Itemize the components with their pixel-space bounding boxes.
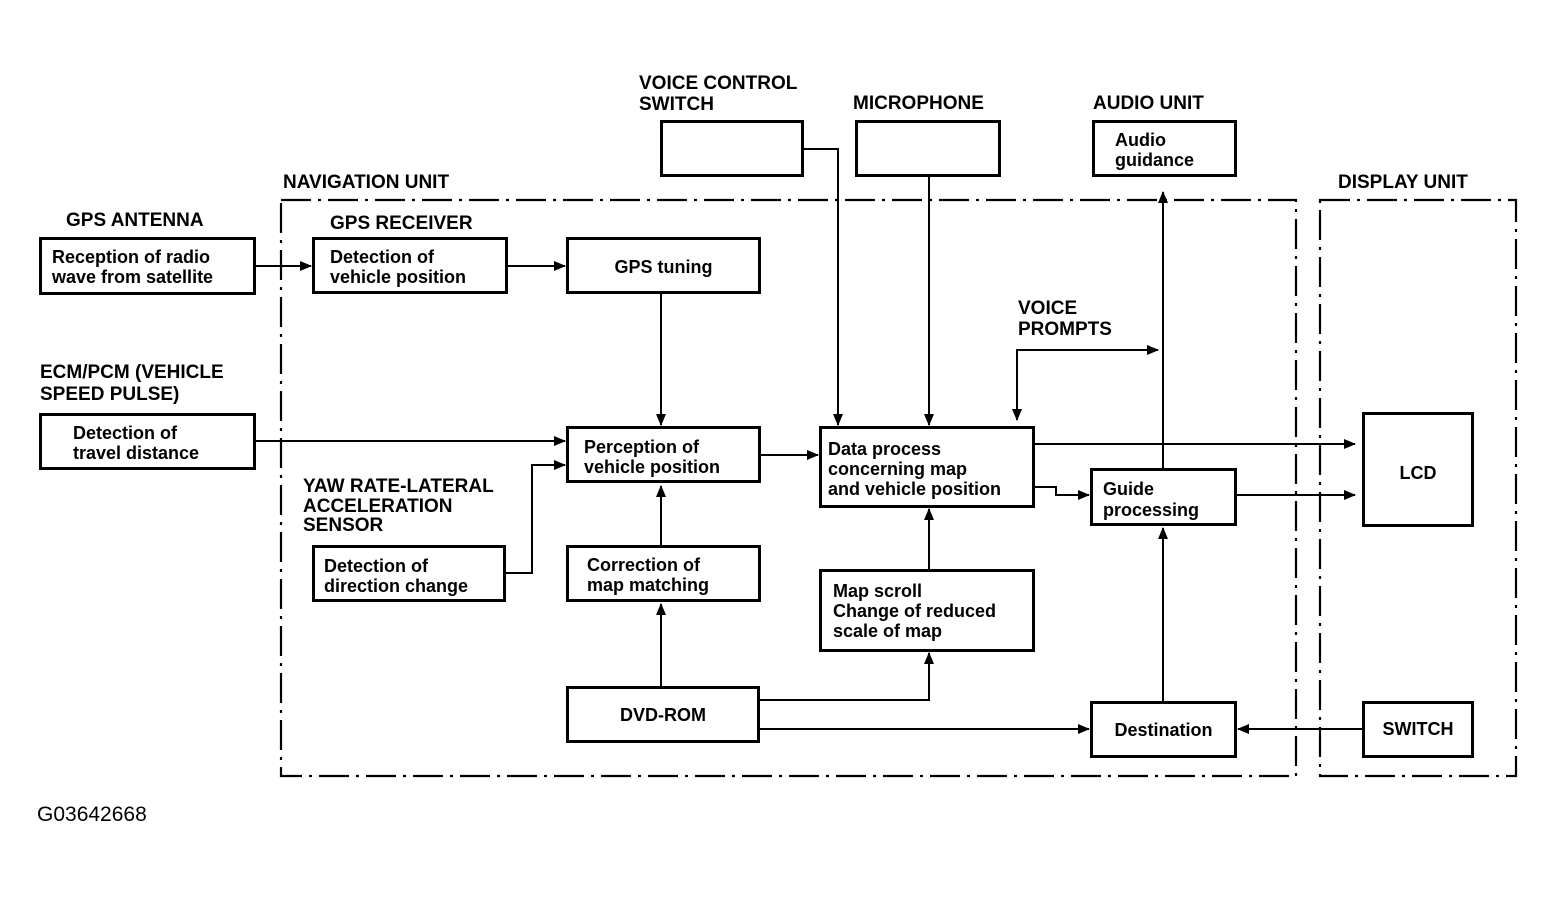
- data-process-text-line1: Data process: [828, 439, 942, 459]
- ecm-pcm-label-line2: SPEED PULSE): [40, 384, 180, 405]
- map-scroll-box: [819, 569, 1035, 652]
- ecm-pcm-label-line1: ECM/PCM (VEHICLE: [40, 362, 224, 383]
- direction-text-line1: Detection of: [324, 556, 429, 576]
- destination-box: [1090, 701, 1237, 758]
- lcd-text: LCD: [1399, 463, 1437, 483]
- reception-text-line1: Reception of radio: [52, 247, 211, 267]
- microphone-label: MICROPHONE: [853, 93, 984, 114]
- reception-box: [39, 237, 256, 295]
- arrow-voice-prompts-right: [1016, 345, 1159, 355]
- yaw-rate-label-line2: ACCELERATION: [303, 496, 453, 517]
- detect-vehicle-position-box: [312, 237, 508, 294]
- voice-control-switch-label-line2: SWITCH: [639, 94, 714, 115]
- detect-vehicle-text-line1: Detection of: [330, 247, 435, 267]
- switch-box: [1362, 701, 1474, 758]
- correction-box: [566, 545, 761, 602]
- arrow-data-to-guide: [1034, 486, 1090, 500]
- voice-prompts-label-line1: VOICE: [1018, 298, 1078, 319]
- dvd-rom-box: [566, 686, 760, 743]
- map-scroll-text-line2: Change of reduced: [833, 601, 997, 621]
- audio-guidance-text-line2: guidance: [1115, 150, 1195, 170]
- navigation-unit-boundary: [279, 198, 1298, 778]
- voice-prompts-label-line2: PROMPTS: [1018, 319, 1112, 340]
- guide-text-line2: processing: [1103, 500, 1200, 520]
- figure-code: G03642668: [37, 803, 147, 826]
- data-process-box: [819, 426, 1035, 508]
- navigation-unit-label: NAVIGATION UNIT: [283, 172, 450, 193]
- switch-text: SWITCH: [1382, 719, 1454, 739]
- guide-processing-box: [1090, 468, 1237, 526]
- travel-text-line1: Detection of: [73, 423, 178, 443]
- perception-box: [566, 426, 761, 483]
- travel-text-line2: travel distance: [73, 443, 200, 463]
- dvd-rom-text: DVD-ROM: [620, 705, 706, 725]
- map-scroll-text-line3: scale of map: [833, 621, 943, 641]
- voice-control-switch-box: [660, 120, 804, 177]
- direction-text-line2: direction change: [324, 576, 469, 596]
- arrow-dvd-to-mapscroll: [759, 652, 934, 701]
- audio-guidance-text-line1: Audio: [1115, 130, 1166, 150]
- guide-text-line1: Guide: [1103, 479, 1155, 499]
- reception-text-line2: wave from satellite: [52, 267, 214, 287]
- correction-text-line1: Correction of: [587, 555, 701, 575]
- arrow-direction-to-perception: [505, 460, 566, 574]
- data-process-text-line3: and vehicle position: [828, 479, 1002, 499]
- travel-distance-box: [39, 413, 256, 470]
- perception-text-line2: vehicle position: [584, 457, 721, 477]
- detect-vehicle-text-line2: vehicle position: [330, 267, 467, 287]
- audio-unit-label: AUDIO UNIT: [1093, 93, 1204, 114]
- yaw-rate-label-line3: SENSOR: [303, 515, 384, 536]
- yaw-rate-label-line1: YAW RATE-LATERAL: [303, 476, 494, 497]
- destination-text: Destination: [1114, 720, 1213, 740]
- voice-control-switch-label-line1: VOICE CONTROL: [639, 73, 798, 94]
- display-unit-boundary: [1318, 198, 1518, 778]
- direction-change-box: [312, 545, 506, 602]
- data-process-text-line2: concerning map: [828, 459, 968, 479]
- gps-tuning-text: GPS tuning: [614, 257, 713, 277]
- display-unit-label: DISPLAY UNIT: [1338, 172, 1468, 193]
- gps-tuning-box: [566, 237, 761, 294]
- microphone-box: [855, 120, 1001, 177]
- correction-text-line2: map matching: [587, 575, 710, 595]
- map-scroll-text-line1: Map scroll: [833, 581, 923, 601]
- gps-receiver-label: GPS RECEIVER: [330, 213, 473, 234]
- gps-antenna-label: GPS ANTENNA: [66, 210, 204, 231]
- lcd-box: [1362, 412, 1474, 527]
- audio-guidance-box: [1092, 120, 1237, 177]
- perception-text-line1: Perception of: [584, 437, 700, 457]
- arrow-voice-switch-to-data: [803, 148, 843, 426]
